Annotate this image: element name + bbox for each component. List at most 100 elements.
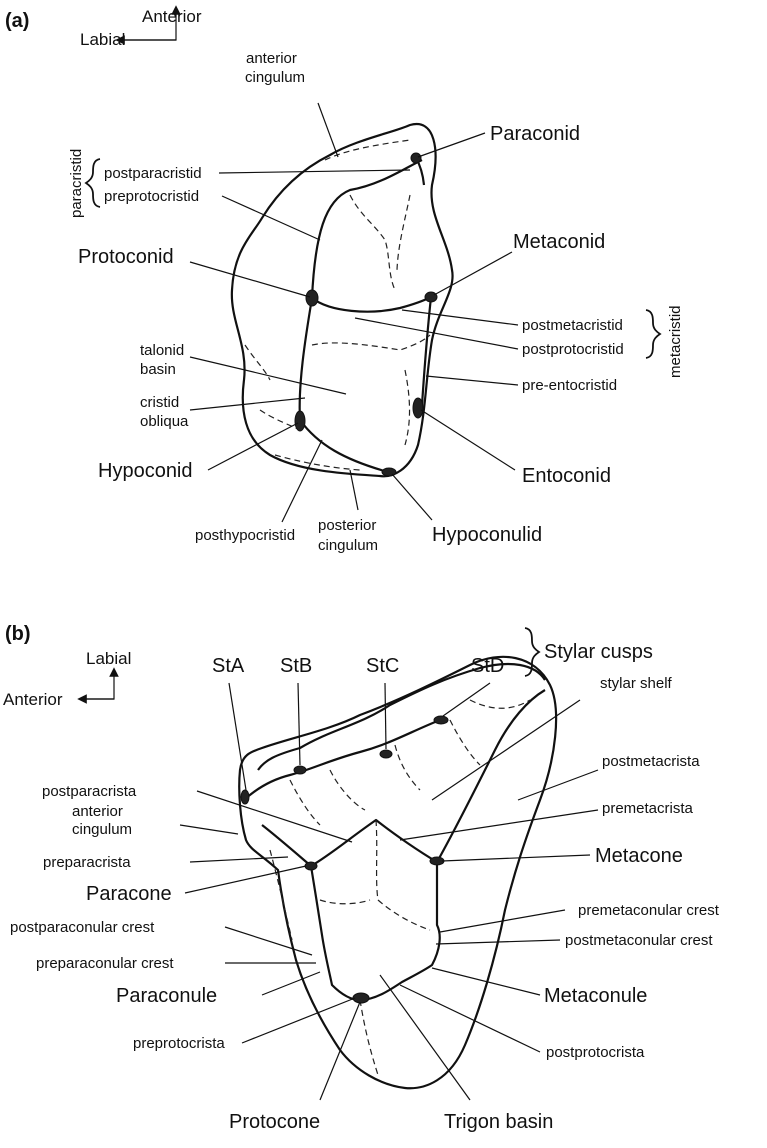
leader-metacone bbox=[442, 855, 590, 861]
label-protoconid: Protoconid bbox=[78, 246, 174, 268]
label-pre-entocristid: pre-entocristid bbox=[522, 377, 617, 394]
leader-preprotocristid bbox=[222, 196, 320, 240]
label-preprotocristid: preprotocristid bbox=[104, 188, 199, 205]
label-premetaconular-crest: premetaconular crest bbox=[578, 902, 720, 919]
leader-anterior-cingulum-b bbox=[180, 825, 238, 834]
leader-anterior-cingulum bbox=[318, 103, 338, 157]
std-cusp bbox=[434, 716, 448, 724]
orientation-arrow-up-b bbox=[85, 672, 114, 699]
label-paraconule: Paraconule bbox=[116, 985, 217, 1007]
talonid-dashes-5 bbox=[405, 370, 410, 445]
panel-b-label: (b) bbox=[5, 623, 31, 645]
leader-paracone bbox=[185, 866, 306, 893]
leader-stb bbox=[298, 683, 300, 765]
lower-molar-outline bbox=[232, 124, 453, 476]
label-postprotocristid: postprotocristid bbox=[522, 341, 624, 358]
trigonid-dashes-2 bbox=[397, 195, 410, 270]
protoconid-cusp bbox=[306, 290, 318, 306]
stylar-shelf-inner-line bbox=[258, 664, 545, 770]
stb-cusp bbox=[294, 766, 306, 774]
label-preprotocrista: preprotocrista bbox=[133, 1035, 225, 1052]
stylar-dashes-3 bbox=[395, 745, 420, 790]
paracristid-brace bbox=[86, 159, 100, 207]
label-stylar-cusps: Stylar cusps bbox=[544, 641, 653, 663]
label-metaconule: Metaconule bbox=[544, 985, 647, 1007]
label-hypoconid: Hypoconid bbox=[98, 460, 193, 482]
metacristid-brace bbox=[646, 310, 660, 358]
protocone-crests bbox=[311, 862, 440, 1000]
protocone-dashes bbox=[360, 1000, 378, 1075]
label-talonid-basin-2: basin bbox=[140, 361, 176, 378]
label-talonid-basin-1: talonid bbox=[140, 342, 184, 359]
leader-hypoconid bbox=[208, 423, 298, 470]
upper-molar-outline bbox=[239, 657, 556, 1088]
talonid-dashes-4 bbox=[260, 410, 300, 430]
label-preparacrista: preparacrista bbox=[43, 854, 131, 871]
label-stylar-shelf: stylar shelf bbox=[600, 675, 673, 692]
panel-a-label: (a) bbox=[5, 10, 29, 32]
leader-postprotocrista bbox=[400, 985, 540, 1052]
trigonid-crests bbox=[312, 160, 431, 312]
orientation-indicator-b: Labial Anterior bbox=[3, 649, 131, 709]
label-postparacrista: postparacrista bbox=[42, 783, 137, 800]
trigon-dashes-1 bbox=[376, 820, 378, 900]
trigonid-dashes-1 bbox=[350, 195, 395, 290]
label-entoconid: Entoconid bbox=[522, 465, 611, 487]
paracone-cusp bbox=[305, 862, 317, 870]
label-anterior-cingulum-1: anterior bbox=[246, 50, 297, 67]
leader-pre-entocristid bbox=[426, 376, 518, 385]
label-std: StD bbox=[471, 655, 504, 677]
orientation-indicator-a: Anterior Labial bbox=[80, 7, 202, 49]
label-trigon-basin: Trigon basin bbox=[444, 1111, 553, 1133]
label-anterior-cingulum-b-2: cingulum bbox=[72, 821, 132, 838]
orientation-labial-label: Labial bbox=[80, 30, 125, 49]
leader-std bbox=[443, 683, 490, 716]
label-postmetaconular-crest: postmetaconular crest bbox=[565, 932, 713, 949]
metacone-cusp bbox=[430, 857, 444, 865]
label-postmetacrista: postmetacrista bbox=[602, 753, 700, 770]
label-preparaconular-crest: preparaconular crest bbox=[36, 955, 174, 972]
stylar-dashes-1 bbox=[290, 780, 320, 825]
orientation-anterior-label: Anterior bbox=[142, 7, 202, 26]
label-metacone: Metacone bbox=[595, 845, 683, 867]
panel-b: (b) Labial Anterior bbox=[3, 623, 720, 1133]
label-cristid-obliqua-2: obliqua bbox=[140, 413, 189, 430]
leader-sta bbox=[229, 683, 246, 790]
leader-stc bbox=[385, 683, 386, 749]
leader-postparacristid bbox=[219, 170, 410, 173]
leader-entoconid bbox=[421, 410, 515, 470]
label-posterior-cingulum-2: cingulum bbox=[318, 537, 378, 554]
label-posthypocristid: posthypocristid bbox=[195, 527, 295, 544]
stc-cusp bbox=[380, 750, 392, 758]
label-anterior-cingulum-2: cingulum bbox=[245, 69, 305, 86]
label-postparaconular-crest: postparaconular crest bbox=[10, 919, 155, 936]
label-anterior-cingulum-b-1: anterior bbox=[72, 803, 123, 820]
hypoconulid-cusp bbox=[382, 468, 396, 476]
talonid-crests bbox=[300, 298, 388, 472]
label-paracristid-group: paracristid bbox=[68, 149, 85, 218]
label-postparacristid: postparacristid bbox=[104, 165, 202, 182]
leader-protocone bbox=[320, 1002, 360, 1100]
label-stc: StC bbox=[366, 655, 399, 677]
label-stb: StB bbox=[280, 655, 312, 677]
leader-talonid-basin bbox=[190, 357, 346, 394]
label-posterior-cingulum-1: posterior bbox=[318, 517, 376, 534]
paraconid-cusp bbox=[411, 153, 421, 163]
leader-postmetacrista bbox=[518, 770, 598, 800]
stylar-dashes-5 bbox=[470, 700, 530, 708]
leader-posterior-cingulum bbox=[350, 470, 358, 510]
leader-postparaconular-crest bbox=[225, 927, 312, 955]
leader-premetaconular-crest bbox=[440, 910, 565, 932]
leader-postmetacristid bbox=[402, 310, 518, 325]
leader-hypoconulid bbox=[392, 474, 432, 520]
leader-trigon-basin bbox=[380, 975, 470, 1100]
label-cristid-obliqua-1: cristid bbox=[140, 394, 179, 411]
label-premetacrista: premetacrista bbox=[602, 800, 694, 817]
talonid-dashes-1 bbox=[312, 335, 430, 350]
label-protocone: Protocone bbox=[229, 1111, 320, 1133]
orientation-anterior-label-b: Anterior bbox=[3, 690, 63, 709]
label-postprotocrista: postprotocrista bbox=[546, 1044, 645, 1061]
trigon-dashes-2 bbox=[378, 900, 430, 930]
label-paraconid: Paraconid bbox=[490, 123, 580, 145]
orientation-labial-label-b: Labial bbox=[86, 649, 131, 668]
